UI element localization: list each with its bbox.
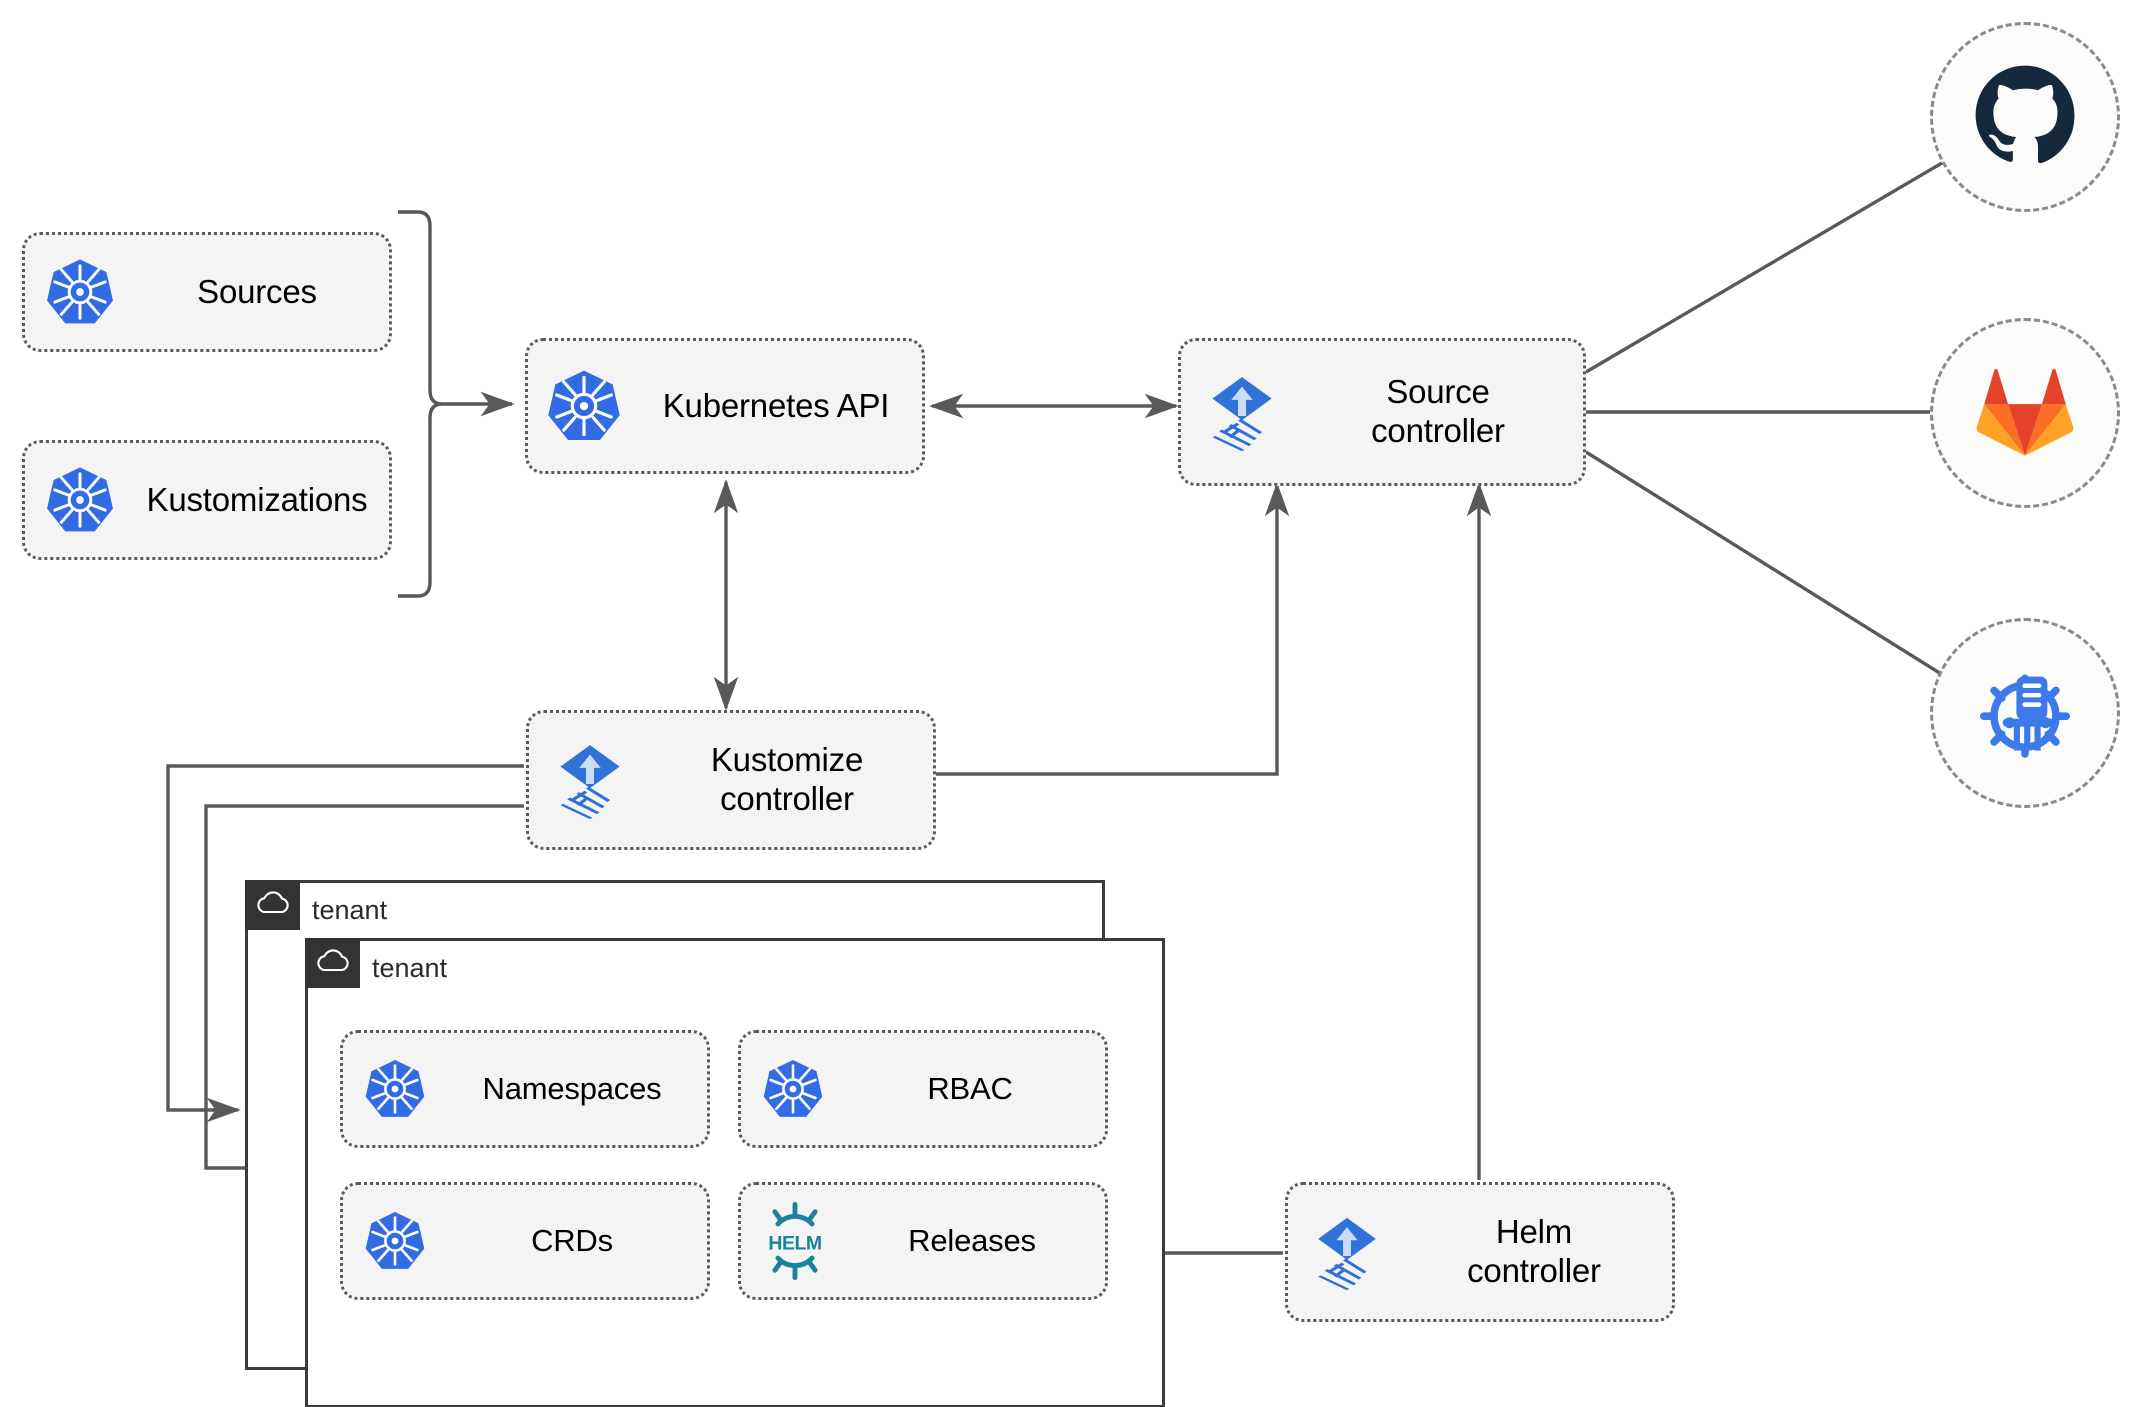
tenant-label-inner: tenant (372, 953, 448, 983)
tenant-resource-label: RBAC (927, 1070, 1013, 1106)
helm-repository-icon (1970, 656, 2080, 771)
resource-label: Sources (197, 272, 317, 310)
controller-label: Helm controller (1467, 1213, 1601, 1289)
tenant-label-outer: tenant (312, 895, 388, 925)
kubernetes-icon (343, 1057, 447, 1121)
tenant-tab-outer (245, 880, 300, 930)
kubernetes-icon (741, 1057, 845, 1121)
tenant-resource-label: CRDs (531, 1222, 613, 1258)
kubernetes-icon (343, 1209, 447, 1273)
tenant-resource-crds[interactable]: CRDs (340, 1182, 710, 1300)
flux-icon (1181, 369, 1303, 455)
gitlab-icon (1973, 359, 2077, 468)
provider-node-github[interactable] (1930, 22, 2120, 212)
provider-node-gitlab[interactable] (1930, 318, 2120, 508)
tenant-resource-namespaces[interactable]: Namespaces (340, 1030, 710, 1148)
flux-icon (529, 737, 651, 823)
controller-label: Kubernetes API (662, 386, 890, 424)
kubernetes-icon (528, 367, 640, 445)
controller-node-source-controller[interactable]: Source controller (1178, 338, 1586, 486)
tenant-tab-inner (305, 938, 360, 988)
cloud-icon (255, 890, 291, 921)
tenant-resource-rbac[interactable]: RBAC (738, 1030, 1108, 1148)
tenant-resource-label: Namespaces (482, 1070, 662, 1106)
kubernetes-icon (25, 464, 135, 536)
flux-icon (1288, 1210, 1406, 1294)
cloud-icon (315, 948, 351, 979)
resource-label: Kustomizations (146, 480, 368, 518)
github-icon (1973, 63, 2077, 172)
provider-node-helm-repository[interactable] (1930, 618, 2120, 808)
controller-node-kustomize-controller[interactable]: Kustomize controller (526, 710, 936, 850)
helm-icon: HELM (741, 1202, 849, 1280)
controller-node-kubernetes-api[interactable]: Kubernetes API (525, 338, 925, 474)
controller-label: Kustomize controller (710, 741, 864, 817)
tenant-panel-inner[interactable] (305, 938, 1165, 1407)
tenant-resource-label: Releases (908, 1222, 1036, 1258)
controller-node-helm-controller[interactable]: Helm controller (1285, 1182, 1675, 1322)
kubernetes-icon (25, 256, 135, 328)
tenant-resource-releases[interactable]: HELM Releases (738, 1182, 1108, 1300)
svg-text:HELM: HELM (768, 1233, 821, 1255)
resource-node-kustomizations[interactable]: Kustomizations (22, 440, 392, 560)
resource-node-sources[interactable]: Sources (22, 232, 392, 352)
controller-label: Source controller (1371, 373, 1505, 449)
